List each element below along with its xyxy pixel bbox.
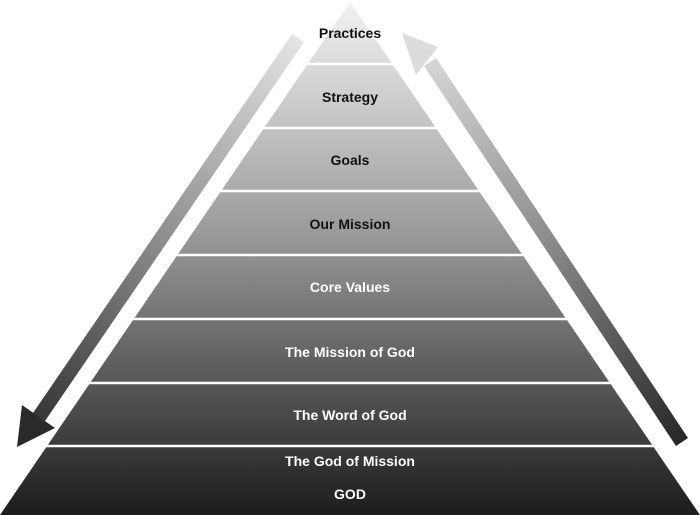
tier-label-god-of-mission: The God of Mission [285,453,415,469]
tier-label-mission-of-god: The Mission of God [285,344,415,360]
right-arrow-head [402,33,438,75]
left-arrow-head [17,405,55,447]
tier-label-our-mission: Our Mission [310,216,391,232]
right-arrow-shaft [424,58,688,446]
tier-label-god: GOD [334,486,366,502]
left-arrow-shaft [33,34,304,421]
tier-label-strategy: Strategy [322,89,378,105]
up-arrow-icon [402,33,688,446]
tier-labels: Practices Strategy Goals Our Mission Cor… [285,25,415,502]
tier-label-word-of-god: The Word of God [293,407,406,423]
tier-label-practices: Practices [319,25,381,41]
tier-label-goals: Goals [331,152,370,168]
tier-dividers [46,62,654,448]
down-arrow-icon [17,34,304,447]
tier-label-core-values: Core Values [310,279,390,295]
